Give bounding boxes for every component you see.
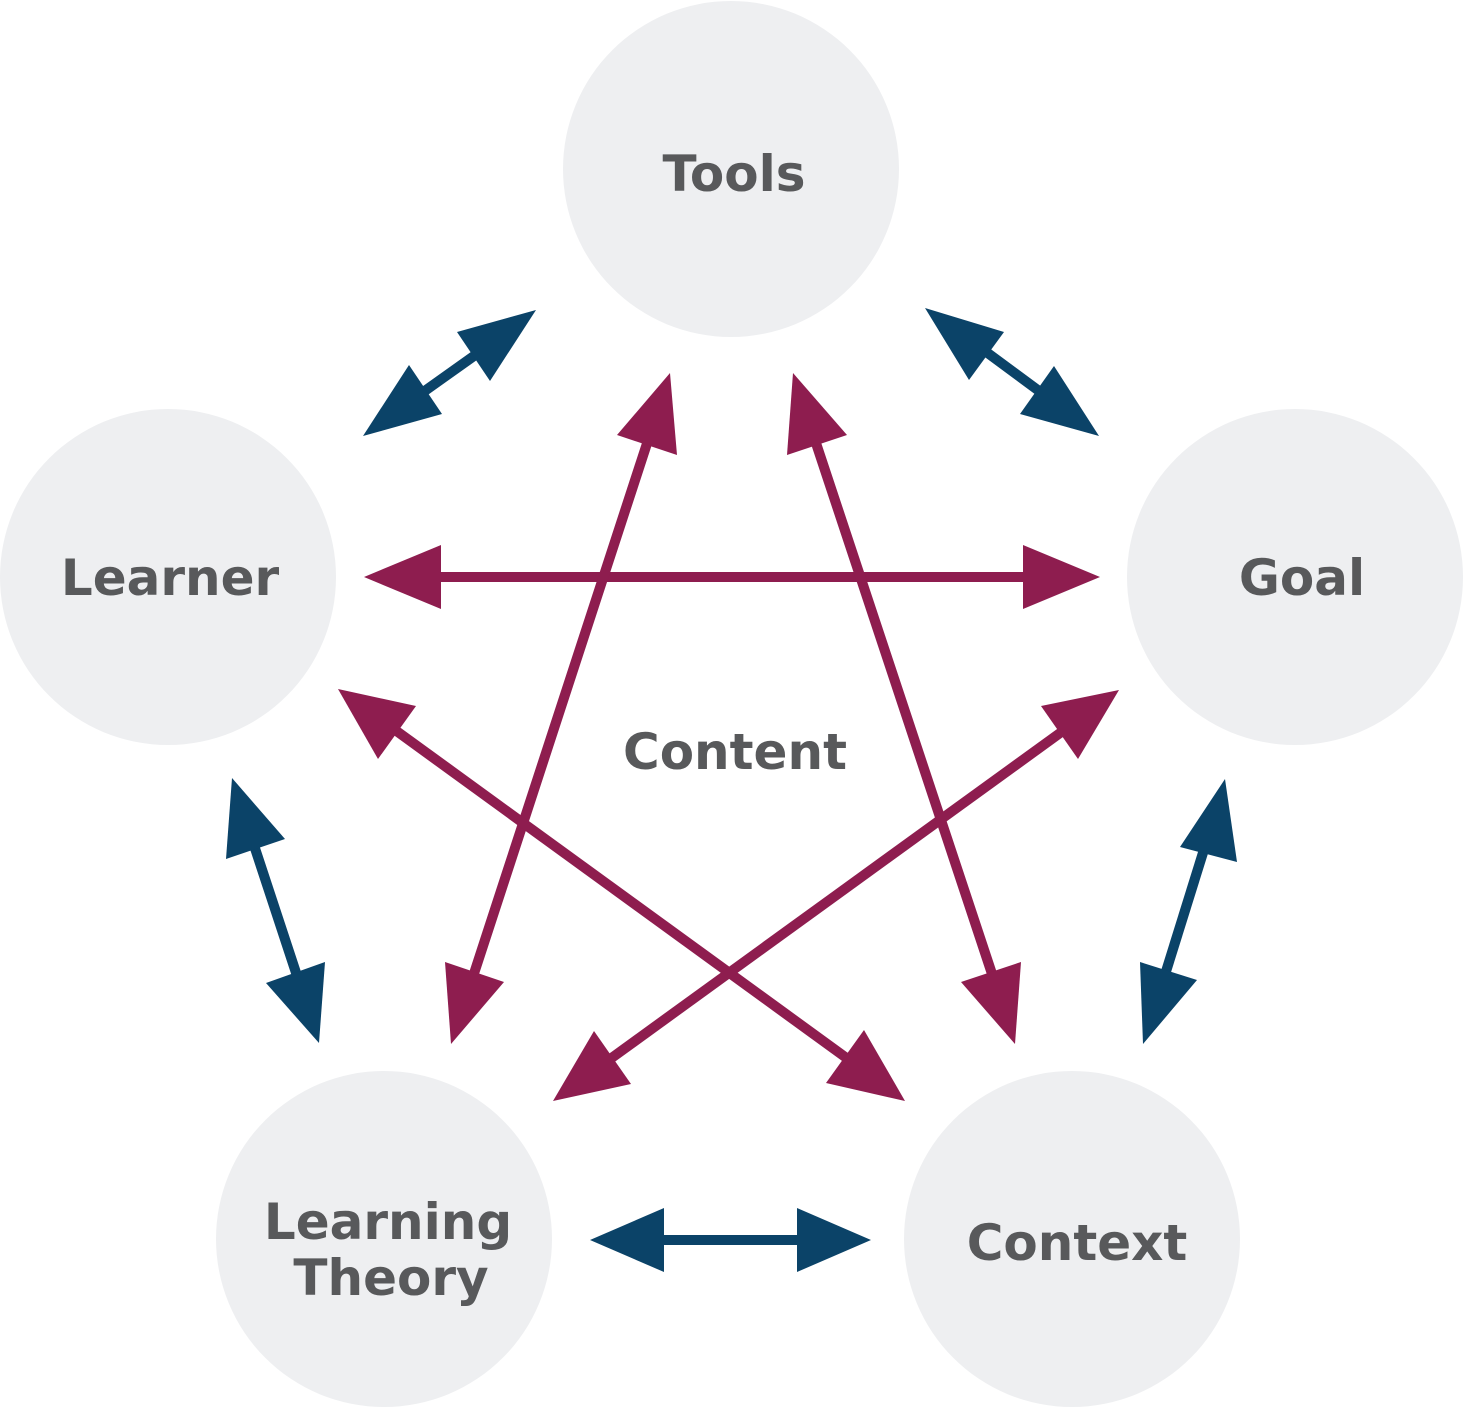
node-label-goal: Goal (1239, 549, 1365, 607)
arrowhead-learner-goal-a (364, 545, 441, 609)
arrow-goal-learning-theory (592, 715, 1081, 1075)
arrowhead-learner-tools-a (363, 365, 442, 436)
center-label-content: Content (623, 723, 847, 781)
arrowhead-tools-learning-theory-b (445, 962, 504, 1044)
arrowhead-learner-context-b (826, 1030, 905, 1101)
node-learner (0, 409, 336, 745)
arrow-goal-context (1154, 825, 1216, 996)
arrowhead-learner-tools-b (457, 310, 536, 381)
arrow-learner-context (377, 714, 866, 1075)
node-context (904, 1071, 1240, 1407)
arrowhead-goal-learning-theory-a (1041, 690, 1119, 759)
arrowhead-tools-goal-b (1020, 366, 1099, 436)
arrowhead-tools-context-b (961, 962, 1021, 1044)
arrowhead-tools-context-a (787, 373, 847, 455)
node-label-tools: Tools (662, 145, 805, 203)
inner-arrows-group (338, 373, 1119, 1101)
arrowhead-tools-learning-theory-a (617, 373, 677, 455)
arrowhead-learning-theory-context-b (797, 1208, 871, 1272)
arrowhead-learner-learning-theory-b (266, 962, 325, 1043)
node-label-learning-theory-line1: Learning (264, 1193, 512, 1251)
node-goal (1127, 409, 1463, 745)
arrowhead-learner-goal-b (1023, 545, 1100, 609)
arrowhead-learner-context-a (338, 689, 416, 759)
arrowhead-learner-learning-theory-a (226, 778, 285, 859)
arrowhead-goal-context-a (1180, 779, 1237, 862)
arrowhead-goal-learning-theory-b (553, 1031, 631, 1101)
arrow-learner-learning-theory (243, 825, 308, 996)
node-tools (563, 1, 899, 337)
node-learning-theory (216, 1071, 552, 1407)
arrowhead-goal-context-b (1140, 962, 1197, 1044)
node-label-learner: Learner (61, 549, 280, 607)
arrowhead-tools-goal-a (925, 308, 1004, 380)
arrowhead-learning-theory-context-a (590, 1208, 664, 1272)
arrow-tools-learning-theory (462, 420, 659, 997)
arrow-tools-context (804, 420, 1004, 997)
outer-arrows-group (226, 308, 1237, 1272)
node-label-learning-theory-line2: Theory (293, 1249, 488, 1307)
node-label-context: Context (967, 1214, 1188, 1272)
